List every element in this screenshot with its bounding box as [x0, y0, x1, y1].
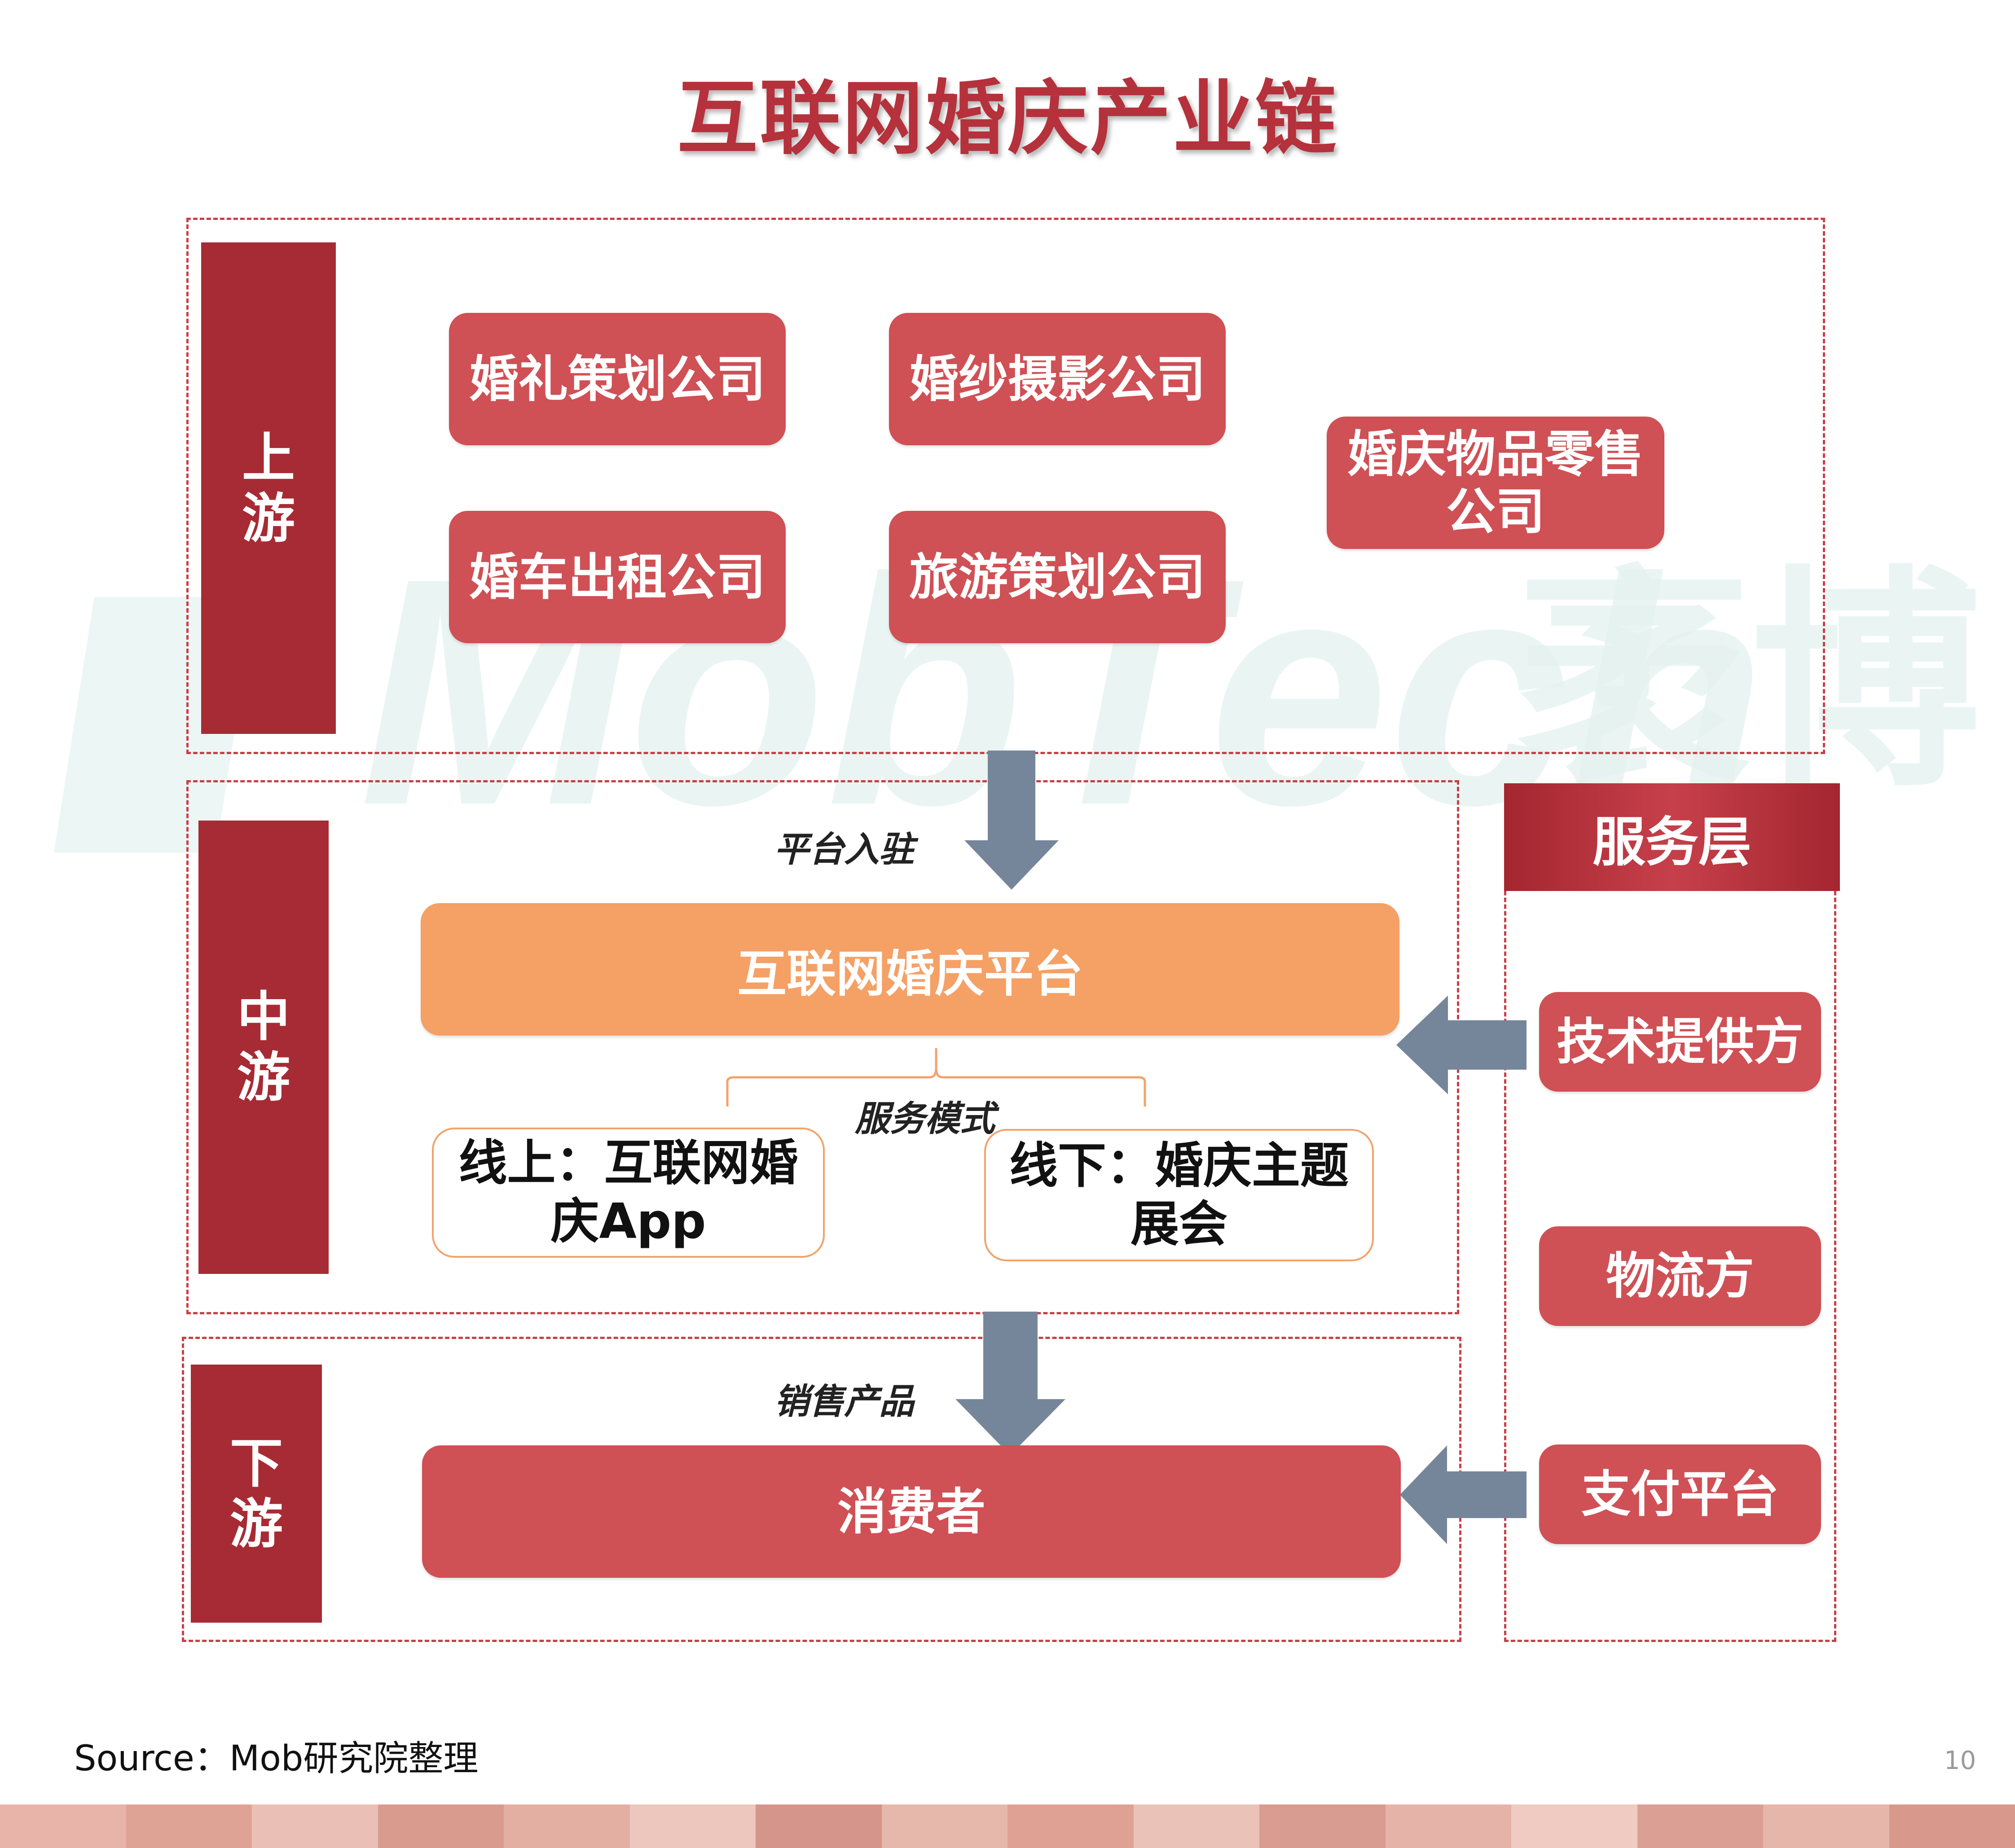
left-arrow-tech-icon	[1396, 996, 1527, 1094]
company-wedding-goods-retail: 婚庆物品零售 公司	[1327, 417, 1664, 549]
service-tech-provider: 技术提供方	[1539, 992, 1821, 1092]
retail-line1: 婚庆物品零售	[1347, 425, 1644, 483]
service-logistics: 物流方	[1539, 1226, 1821, 1326]
downstream-label: 下 游	[191, 1365, 322, 1623]
downstream-label-line2: 游	[229, 1492, 283, 1555]
service-payment-platform: 支付平台	[1539, 1444, 1821, 1544]
online-line2: 庆App	[550, 1194, 706, 1250]
offline-line1: 线下：婚庆主题	[1009, 1137, 1349, 1194]
consumer-box: 消费者	[422, 1445, 1401, 1578]
downstream-label-line1: 下	[229, 1432, 283, 1494]
arrow-label-sell-products: 销售产品	[774, 1382, 914, 1422]
retail-line2: 公司	[1446, 483, 1545, 540]
service-layer-title: 服务层	[1504, 783, 1840, 891]
online-line1: 线上：互联网婚	[458, 1135, 798, 1191]
company-travel-planning: 旅游策划公司	[889, 511, 1226, 643]
arrow-label-join-platform: 平台入驻	[774, 830, 914, 870]
internet-wedding-platform: 互联网婚庆平台	[421, 903, 1399, 1036]
down-arrow-sell-icon	[955, 1312, 1065, 1455]
footer-color-strip	[0, 1804, 2015, 1848]
upstream-label-line1: 上	[242, 426, 295, 489]
source-note: Source：Mob研究院整理	[74, 1738, 479, 1779]
page-number: 10	[1944, 1746, 1976, 1775]
left-arrow-payment-icon	[1400, 1445, 1527, 1544]
company-wedding-car-rental: 婚车出租公司	[449, 511, 786, 643]
watermark-cn-text: 袤博	[1518, 546, 1975, 818]
page-title: 互联网婚庆产业链	[677, 72, 1338, 166]
upstream-label-line2: 游	[242, 487, 295, 549]
offline-line2: 展会	[1130, 1196, 1227, 1252]
midstream-label-line2: 游	[237, 1046, 290, 1108]
midstream-label-line1: 中	[237, 986, 290, 1048]
company-wedding-planning: 婚礼策划公司	[449, 313, 786, 445]
service-mode-label: 服务模式	[854, 1099, 995, 1139]
upstream-label: 上 游	[201, 242, 336, 734]
offline-expo-box: 线下：婚庆主题 展会	[984, 1129, 1374, 1261]
service-mode-brace	[726, 1048, 1146, 1106]
online-app-box: 线上：互联网婚 庆App	[432, 1128, 825, 1258]
down-arrow-join-icon	[964, 751, 1059, 890]
company-bridal-photography: 婚纱摄影公司	[889, 313, 1226, 445]
midstream-label: 中 游	[198, 821, 329, 1274]
